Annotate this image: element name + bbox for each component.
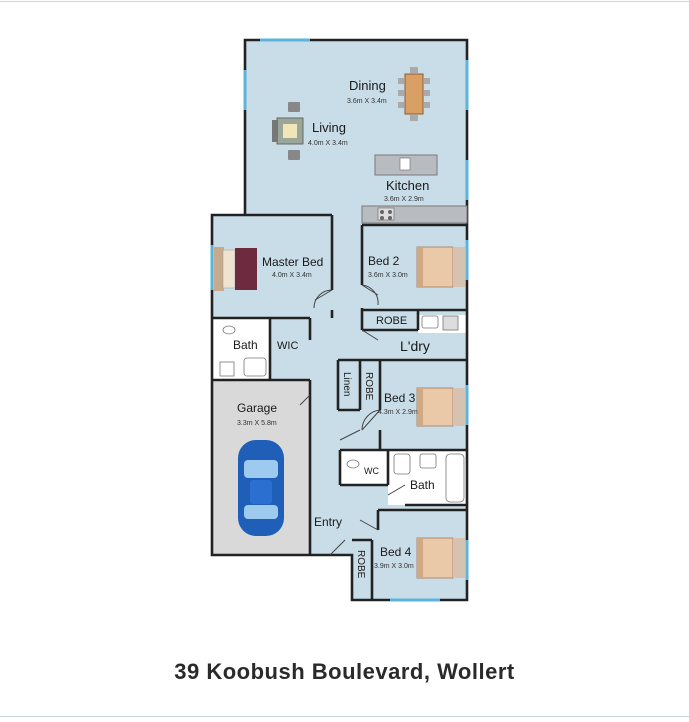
room-label-dining: Dining xyxy=(349,78,386,93)
room-label-linen: Linen xyxy=(341,372,352,397)
laundry-fixtures xyxy=(421,315,459,331)
top-border xyxy=(0,1,689,2)
room-label-ensuite-bath: Bath xyxy=(233,338,258,352)
windows xyxy=(210,38,469,602)
room-label-entry: Entry xyxy=(314,515,343,529)
room-label-kitchen: Kitchen xyxy=(386,178,430,193)
room-dims-bed4: 3.9m X 3.0m xyxy=(374,563,414,570)
room-label-bed3: Bed 3 xyxy=(384,391,416,405)
room-label-robe-bed3: ROBE xyxy=(363,372,374,401)
room-label-bed4: Bed 4 xyxy=(380,545,412,559)
room-label-bed2: Bed 2 xyxy=(368,254,400,268)
room-label-wic: WIC xyxy=(277,340,299,352)
car-icon xyxy=(238,440,284,536)
room-label-bath2: Bath xyxy=(410,478,435,492)
wc-floor xyxy=(340,450,390,485)
room-dims-master-bed: 4.0m X 3.4m xyxy=(272,272,312,279)
room-label-wc: WC xyxy=(364,466,379,476)
master-bed-furniture xyxy=(214,247,257,291)
bath2-fixtures xyxy=(346,453,465,503)
room-label-robe-bed2: ROBE xyxy=(376,315,408,327)
bed3-furniture xyxy=(416,387,465,427)
walls xyxy=(210,38,469,602)
ensuite-fixtures xyxy=(219,325,267,377)
room-label-living: Living xyxy=(312,120,346,135)
living-furniture xyxy=(272,102,304,160)
room-dims-bed2: 3.6m X 3.0m xyxy=(368,272,408,279)
room-dims-garage: 3.3m X 5.8m xyxy=(237,420,277,427)
property-address: 39 Koobush Boulevard, Wollert xyxy=(174,659,515,684)
dining-table xyxy=(398,67,430,121)
room-label-laundry: L'dry xyxy=(400,338,430,354)
bed2-furniture xyxy=(416,246,465,288)
room-dims-dining: 3.6m X 3.4m xyxy=(347,98,387,105)
room-label-garage: Garage xyxy=(237,401,278,415)
door-swings xyxy=(299,284,406,556)
room-label-robe-bed4: ROBE xyxy=(355,550,366,579)
bottom-border xyxy=(0,716,689,717)
kitchen-fittings xyxy=(361,154,468,224)
room-dims-living: 4.0m X 3.4m xyxy=(308,140,348,147)
room-label-master-bed: Master Bed xyxy=(262,255,324,269)
floor-plan xyxy=(210,38,469,602)
room-dims-kitchen: 3.6m X 2.9m xyxy=(384,196,424,203)
room-dims-bed3: 4.3m X 2.9m xyxy=(378,409,418,416)
bed4-furniture xyxy=(416,537,465,579)
